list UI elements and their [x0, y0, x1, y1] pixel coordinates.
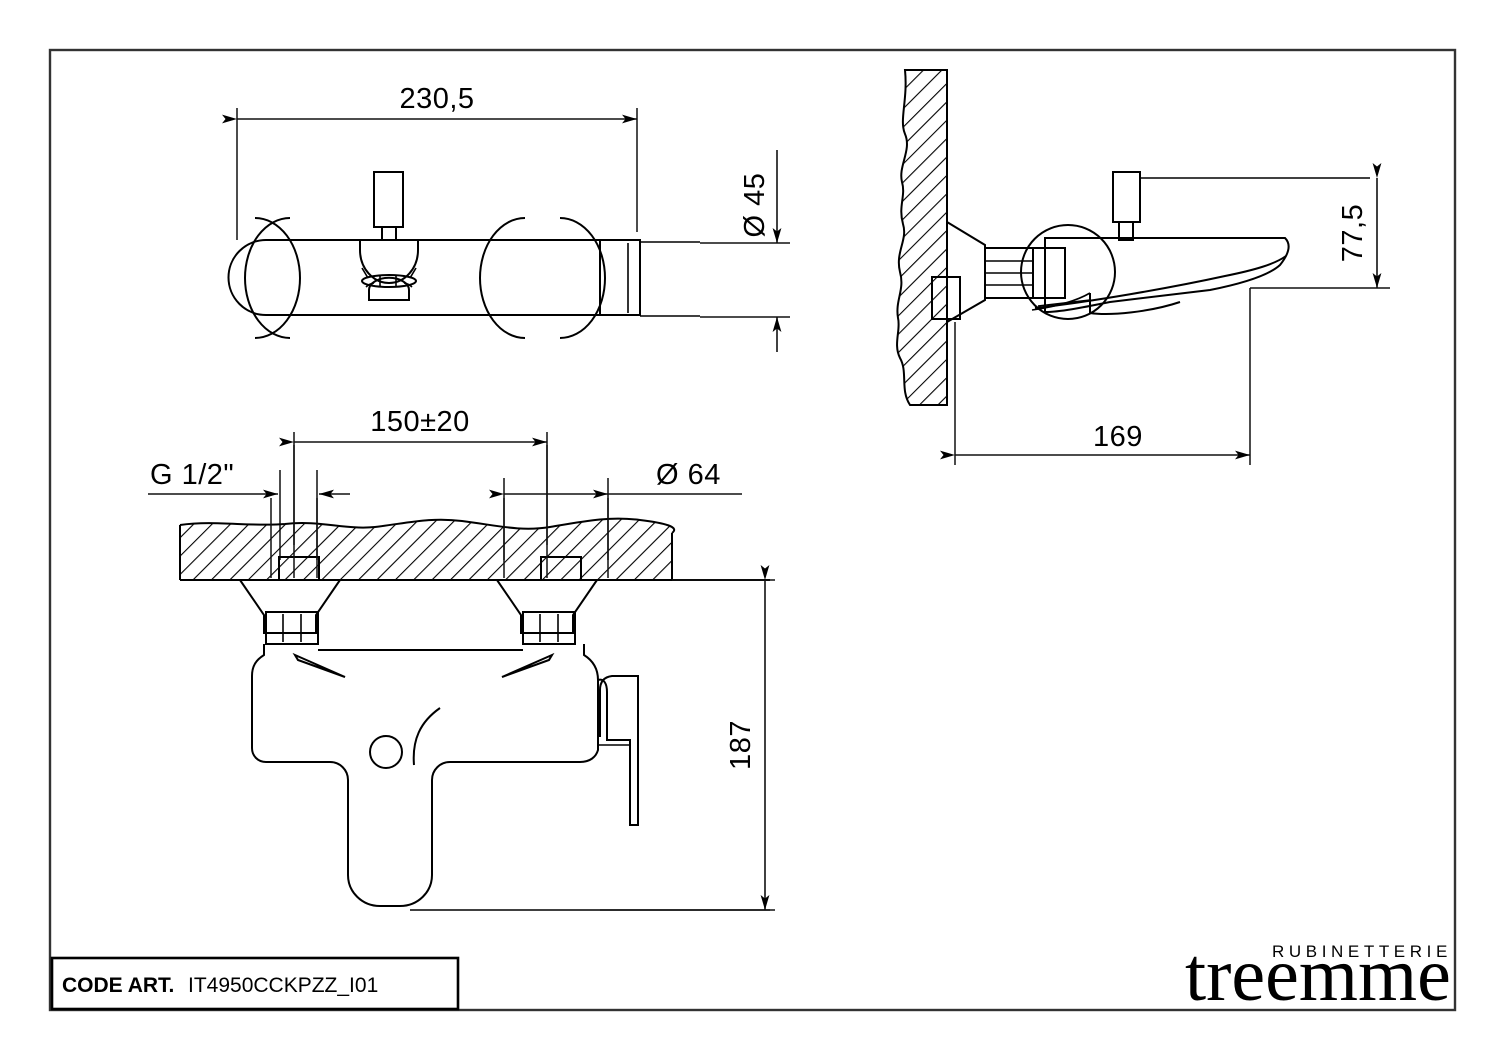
front-right-nut: [522, 611, 576, 645]
side-outlet: [1089, 293, 1181, 315]
diverter-stem: [381, 226, 397, 241]
side-body-circle: [1020, 224, 1116, 320]
dim-label-spout-diameter: Ø 45: [739, 173, 771, 238]
front-wall-hatch: [180, 518, 675, 580]
side-connector: [1033, 247, 1066, 299]
code-art-label: CODE ART.: [62, 974, 174, 997]
dimension-thread-size: G 1/2": [148, 459, 350, 560]
front-outlet-hole: [369, 735, 403, 769]
brand-tagline: RUBINETTERIE: [1272, 942, 1452, 961]
front-wall-inlet-right: [540, 556, 582, 581]
top-handle-edge-l: [365, 282, 375, 288]
top-view: 230,5 Ø 45: [222, 83, 790, 352]
side-view: 77,5 169: [896, 69, 1390, 465]
side-diverter-knob: [1112, 171, 1141, 223]
title-block: CODE ART. IT4950CCKPZZ_I01: [50, 956, 460, 1011]
front-wedge-left: [292, 652, 346, 678]
dimension-spout-diameter: Ø 45: [700, 150, 790, 352]
top-left-rosette: [244, 217, 291, 339]
front-lever-handle: [597, 676, 639, 826]
top-handle-edge-r: [403, 282, 413, 288]
brand-logo: RUBINETTERIE treemme: [1185, 933, 1452, 1017]
side-spout-body: [1044, 237, 1290, 314]
front-body-center-curve: [412, 707, 441, 766]
front-wall-break-top: [179, 517, 675, 534]
diverter-knob: [373, 171, 404, 228]
drawing-frame: [48, 48, 1457, 1012]
top-right-rosette-b: [559, 217, 606, 339]
diverter-tick-l: [361, 267, 369, 279]
front-lever-top: [599, 675, 639, 737]
front-left-nut: [265, 611, 319, 645]
side-wall-inlet: [931, 276, 961, 320]
diverter-tick-r: [409, 267, 417, 279]
side-wall-hatch: [897, 70, 947, 405]
diverter-ellipse: [361, 274, 417, 288]
front-wall-inlet-left: [278, 556, 320, 581]
top-left-rosette-b: [254, 217, 301, 339]
brand-name: treemme: [1185, 933, 1451, 1017]
side-wall-outline: [896, 69, 948, 406]
dim-label-rosette-diameter: Ø 64: [656, 459, 721, 491]
dimension-projection: 169: [940, 288, 1251, 465]
dimension-overall-length: 230,5: [222, 83, 638, 240]
code-art-value: IT4950CCKPZZ_I01: [188, 974, 378, 997]
side-rosette: [946, 221, 986, 323]
dim-label-thread-size: G 1/2": [150, 459, 234, 491]
dim-label-spout-height: 77,5: [1337, 204, 1369, 262]
side-diverter-stem: [1118, 221, 1134, 241]
top-body-outline: [227, 239, 601, 316]
front-left-rosette: [239, 579, 341, 634]
top-handle-cap: [368, 276, 410, 301]
dim-label-projection: 169: [1093, 421, 1143, 453]
front-wedge-right: [501, 652, 555, 678]
diverter-base: [359, 240, 419, 284]
dimension-overall-height: 187: [600, 565, 775, 911]
front-right-rosette: [496, 579, 598, 634]
side-outlet-edge: [1037, 299, 1091, 307]
front-view: 150±20 G 1/2" Ø 64: [148, 406, 775, 911]
top-spout-base: [600, 239, 641, 316]
dimension-spout-height: 77,5: [1250, 163, 1390, 289]
side-spout-underline: [1034, 255, 1287, 309]
top-right-rosette: [479, 217, 526, 339]
front-body-outline: [251, 644, 599, 907]
dim-label-overall-length: 230,5: [399, 83, 474, 115]
dim-label-center-distance: 150±20: [370, 406, 470, 438]
dim-label-overall-height: 187: [725, 720, 757, 770]
title-block-box: [50, 956, 460, 1011]
